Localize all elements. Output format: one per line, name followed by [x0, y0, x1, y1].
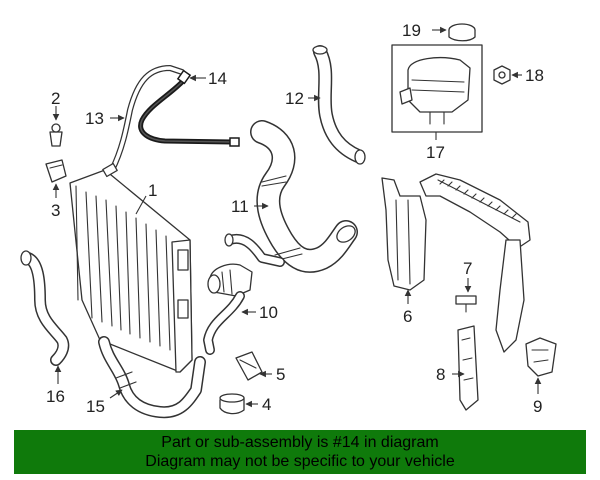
banner-line-part-info: Part or sub-assembly is #14 in diagram [161, 434, 439, 451]
bracket-part [457, 325, 479, 411]
callout-7: 7 [463, 259, 472, 278]
callout-14: 14 [208, 69, 227, 88]
callout-5: 5 [276, 365, 285, 384]
callout-2: 2 [51, 89, 60, 108]
radiator-cap-part [219, 393, 245, 415]
callout-15: 15 [86, 397, 105, 416]
sensor-part [235, 351, 263, 381]
expansion-tank-part [391, 44, 483, 133]
parts-diagram: 1 2 3 4 5 6 7 8 9 10 11 12 13 14 15 16 1… [20, 21, 557, 419]
callout-11: 11 [231, 197, 249, 216]
callout-16: 16 [46, 387, 65, 406]
side-hose-part [20, 250, 70, 366]
callout-3: 3 [51, 201, 60, 220]
thermostat-housing-part [203, 263, 253, 355]
side-bracket-part [525, 337, 557, 377]
nut-part [493, 65, 511, 85]
grommet-part [45, 159, 67, 183]
banner-line-disclaimer: Diagram may not be specific to your vehi… [145, 453, 455, 470]
callout-10: 10 [259, 303, 278, 322]
callout-1: 1 [148, 181, 157, 200]
callout-12: 12 [285, 89, 304, 108]
callout-17: 17 [426, 143, 445, 162]
radiator-hose-part [224, 120, 358, 273]
tank-cap-part [448, 23, 476, 42]
callout-13: 13 [85, 109, 104, 128]
callout-4: 4 [262, 395, 271, 414]
leader-lines [52, 26, 542, 408]
lower-hose-part [98, 336, 206, 419]
radiator-support-frame [419, 173, 531, 353]
vent-hose-part [102, 65, 185, 178]
callout-8: 8 [436, 365, 445, 384]
upper-hose-part [312, 45, 366, 165]
callout-9: 9 [533, 397, 542, 416]
info-banner: Part or sub-assembly is #14 in diagram D… [14, 430, 586, 474]
side-baffle-part [381, 177, 427, 291]
callout-19: 19 [402, 21, 421, 40]
radiator-part [69, 169, 193, 373]
callout-6: 6 [403, 307, 412, 326]
highlighted-hose-part-14 [138, 69, 240, 147]
callout-18: 18 [525, 66, 544, 85]
bolt-part [455, 295, 477, 313]
clip-part [49, 123, 63, 147]
